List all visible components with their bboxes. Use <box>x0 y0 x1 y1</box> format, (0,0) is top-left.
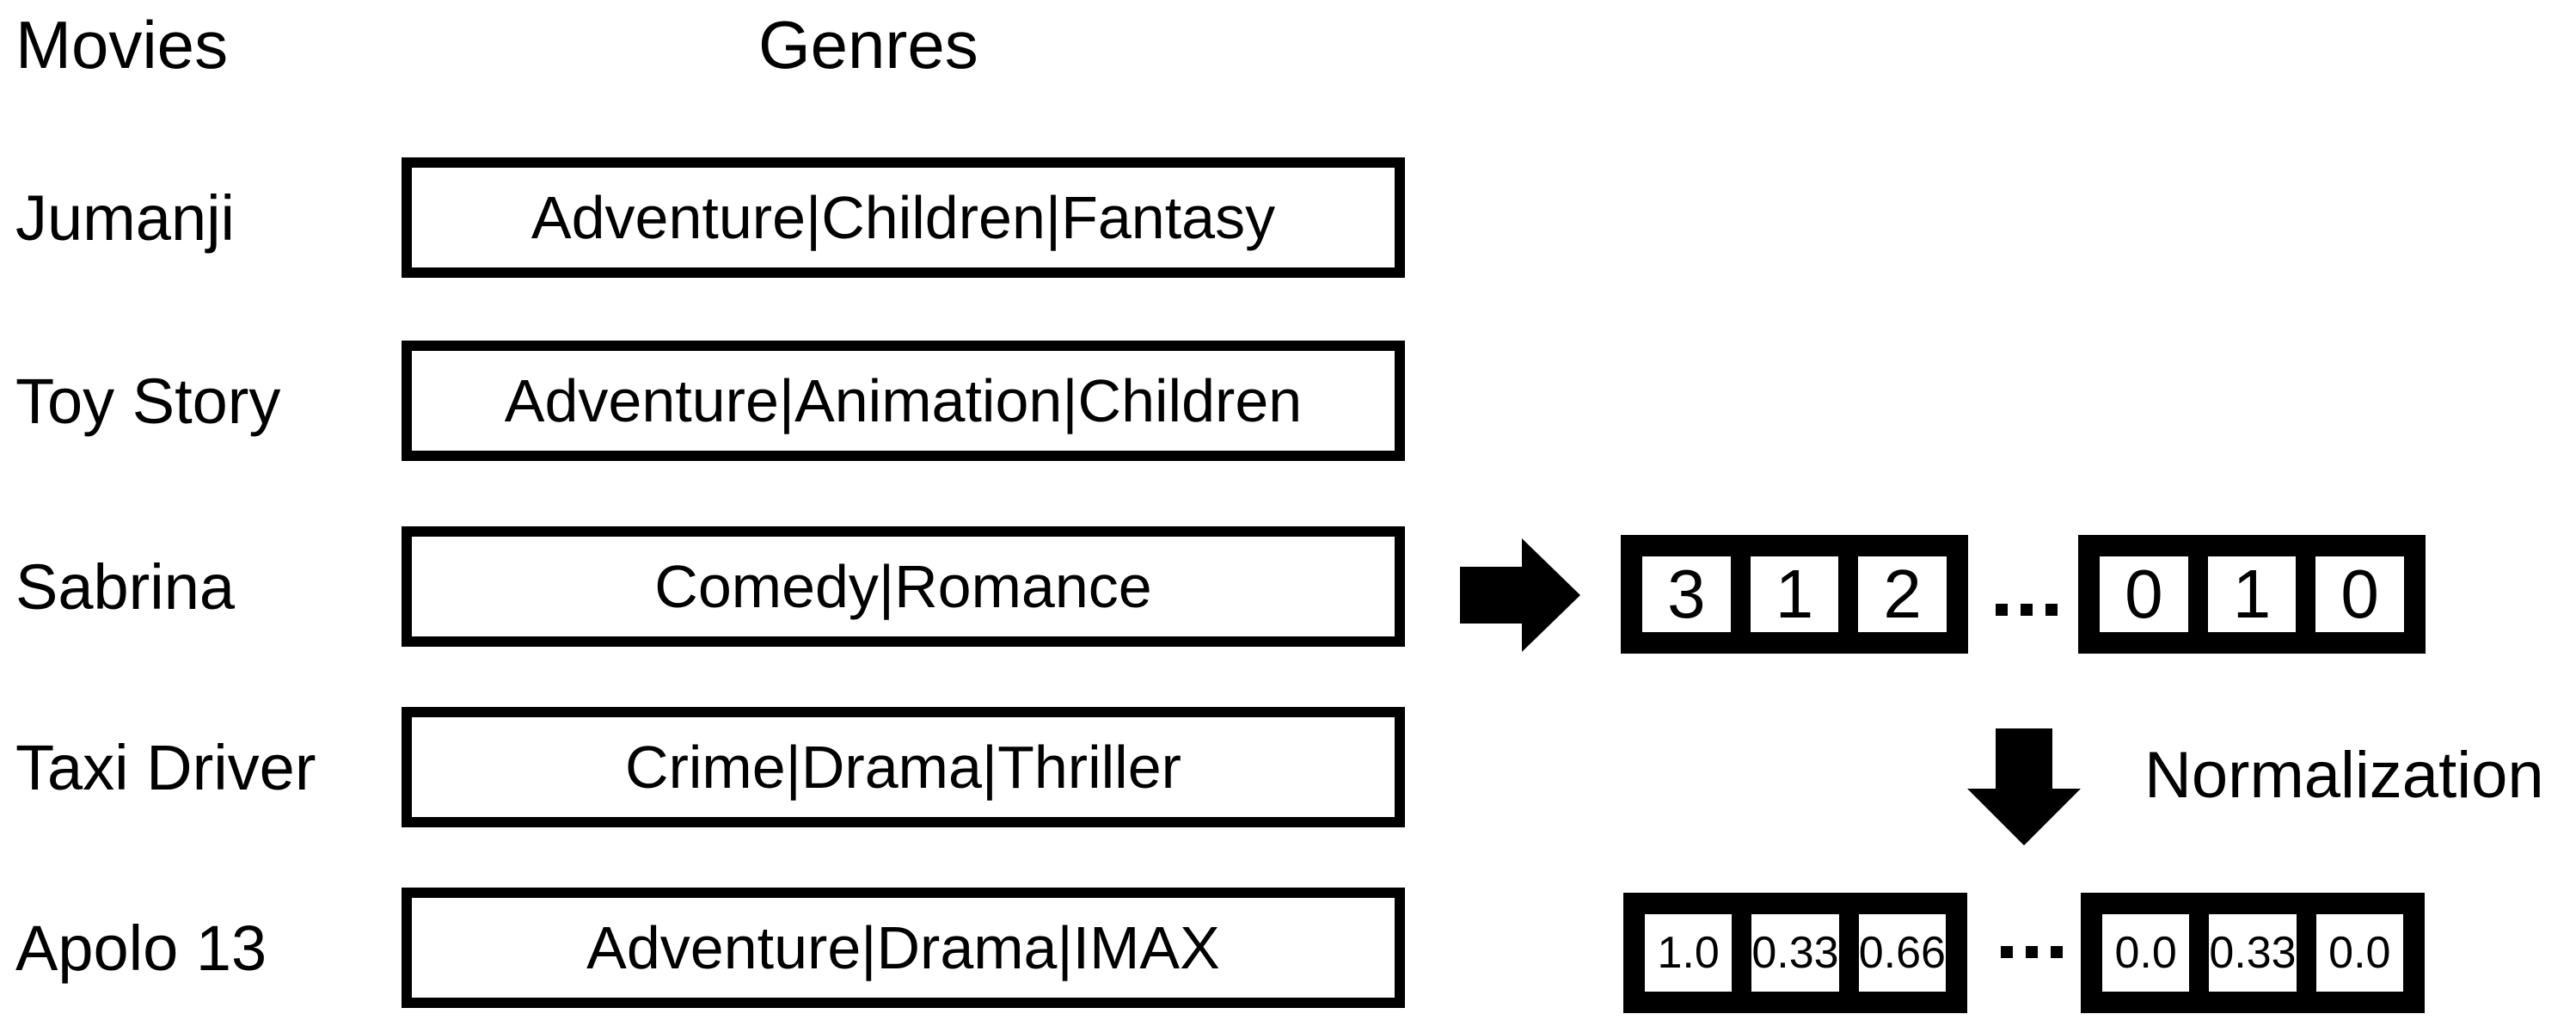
movie-label: Sabrina <box>15 550 236 623</box>
ellipsis-icon <box>1979 550 2074 669</box>
genre-list: Adventure|Animation|Children <box>504 367 1303 434</box>
genre-box: Comedy|Romance <box>402 526 1405 647</box>
count-cell: 1 <box>1742 549 1847 640</box>
dot <box>2045 604 2058 616</box>
count-cell: 1 <box>2199 549 2304 640</box>
movie-label: Apolo 13 <box>15 912 267 984</box>
dot <box>2021 604 2033 616</box>
genre-list: Crime|Drama|Thriller <box>625 734 1181 801</box>
genre-list: Comedy|Romance <box>654 553 1152 620</box>
normalized-cell: 0.66 <box>1850 906 1953 999</box>
genre-box: Adventure|Drama|IMAX <box>402 888 1405 1008</box>
genre-box: Adventure|Animation|Children <box>402 341 1405 461</box>
dot <box>2026 946 2038 958</box>
normalized-vector-left: 1.0 0.33 0.66 <box>1623 893 1967 1013</box>
normalized-cell: 0.0 <box>2095 906 2198 999</box>
genre-box: Adventure|Children|Fantasy <box>402 157 1405 278</box>
right-arrow-head <box>1522 538 1580 652</box>
count-cell: 0 <box>2092 549 2196 640</box>
dot <box>2051 946 2063 958</box>
normalization-label: Normalization <box>2144 739 2544 812</box>
movie-label: Toy Story <box>15 365 281 437</box>
count-cell: 3 <box>1635 549 1739 640</box>
down-arrow-shaft <box>1996 728 2052 790</box>
count-vector-left: 3 1 2 <box>1621 535 1968 654</box>
genre-box: Crime|Drama|Thriller <box>402 707 1405 827</box>
genres-header: Genres <box>758 7 978 83</box>
normalized-vector-right: 0.0 0.33 0.0 <box>2081 893 2425 1013</box>
genre-list: Adventure|Drama|IMAX <box>586 914 1220 981</box>
movie-label: Taxi Driver <box>15 731 316 803</box>
genre-list: Adventure|Children|Fantasy <box>531 184 1276 251</box>
dot <box>1996 604 2008 616</box>
down-arrow-head <box>1967 789 2081 845</box>
count-cell: 0 <box>2308 549 2413 640</box>
movies-header: Movies <box>15 7 229 83</box>
count-vector-right: 0 1 0 <box>2078 535 2426 654</box>
normalized-cell: 0.33 <box>1744 906 1847 999</box>
normalized-cell: 0.0 <box>2308 906 2411 999</box>
normalized-cell: 0.33 <box>2201 906 2304 999</box>
ellipsis-icon <box>1984 893 2079 1011</box>
dot <box>2001 946 2013 958</box>
movie-label: Jumanji <box>15 181 235 254</box>
right-arrow-shaft <box>1460 567 1524 624</box>
count-cell: 2 <box>1850 549 1955 640</box>
down-arrow-icon <box>1967 728 2081 845</box>
normalized-cell: 1.0 <box>1637 906 1740 999</box>
right-arrow-icon <box>1460 538 1580 652</box>
